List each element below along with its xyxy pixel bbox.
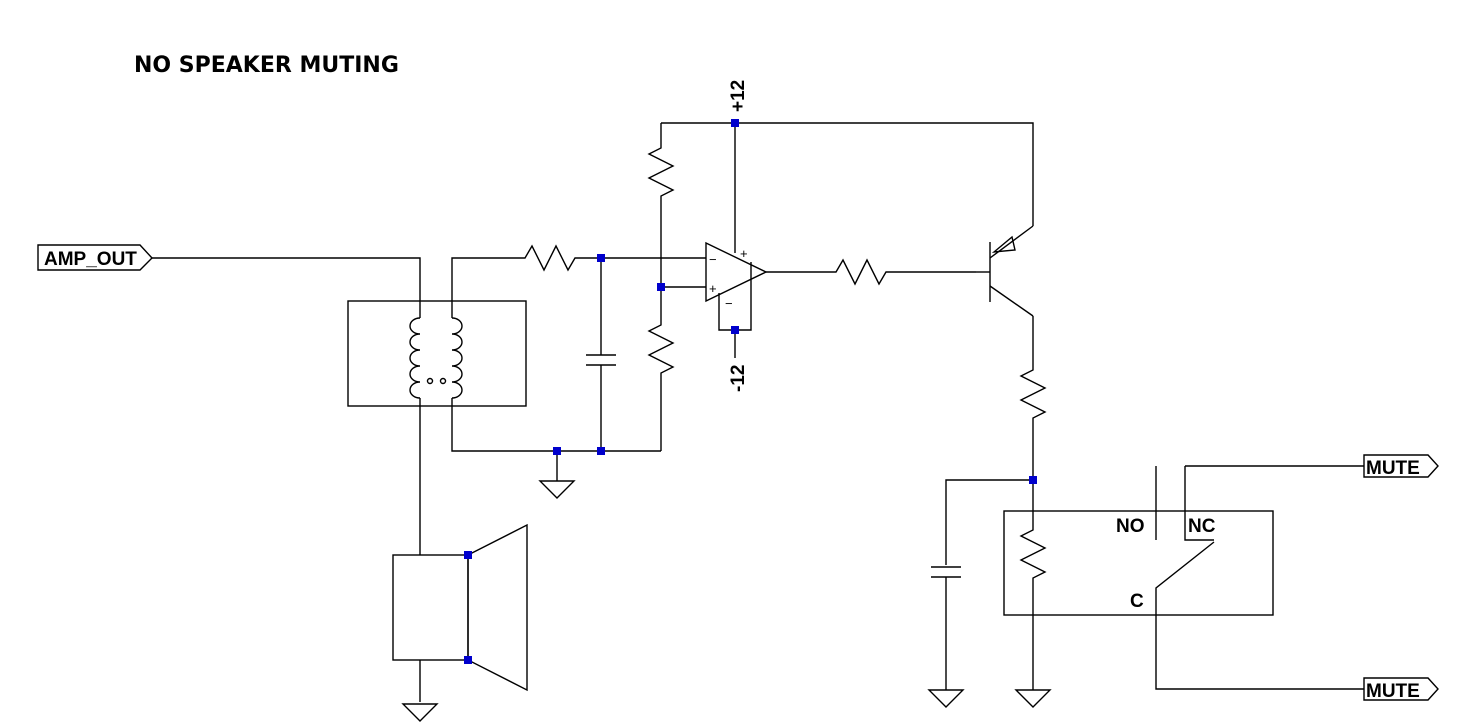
wire-secondary-top (451, 257, 518, 318)
ground-symbol-1 (538, 451, 576, 499)
junction-speaker-bottom (464, 656, 472, 664)
junction-speaker-top (464, 551, 472, 559)
ground-symbol-relay (1014, 689, 1052, 708)
junction-plus12 (731, 119, 739, 127)
pnp-transistor (976, 225, 1034, 317)
capacitor-filter (586, 258, 616, 451)
opamp-inverting-label: − (709, 252, 717, 267)
junction-dots (464, 119, 1037, 664)
speaker (392, 523, 528, 722)
opamp-noninverting-label: + (709, 281, 717, 296)
capacitor-relay (927, 566, 965, 708)
junction-minus12 (731, 326, 739, 334)
schematic-title: NO SPEAKER MUTING (134, 53, 399, 78)
wire-amp-out (152, 257, 421, 318)
amp-out-port: AMP_OUT (37, 244, 153, 271)
junction-ground-2 (597, 447, 605, 455)
wire-plus12-rail (735, 122, 1034, 226)
mute-top-label: MUTE (1366, 458, 1420, 479)
wire-secondary-bottom (451, 398, 661, 452)
mute-port-top: MUTE (1363, 454, 1439, 479)
relay-c-label: C (1130, 591, 1144, 612)
junction-noninv-node (657, 283, 665, 291)
minus12-label: -12 (728, 365, 749, 392)
current-transformer (347, 300, 527, 407)
plus12-label: +12 (728, 80, 749, 112)
resistor-divider-top (647, 123, 675, 287)
wire-to-relay-cap (945, 479, 1033, 565)
relay-no-label: NO (1116, 516, 1145, 537)
wire-mute-bottom (1155, 615, 1364, 690)
resistor-collector (1019, 316, 1047, 480)
mute-bottom-label: MUTE (1366, 681, 1420, 702)
resistor-input (518, 244, 580, 272)
relay-coil (1019, 480, 1047, 690)
resistor-divider-bottom (647, 287, 675, 451)
relay: NO NC C (1003, 466, 1274, 616)
opamp-vminus-label: − (725, 296, 733, 311)
amp-out-label: AMP_OUT (44, 249, 137, 270)
junction-ground-1 (553, 447, 561, 455)
wire-vminus-supply (718, 262, 752, 331)
junction-relay-node (1029, 476, 1037, 484)
resistor-base (766, 258, 976, 286)
opamp-vplus-label: + (740, 246, 748, 261)
op-amp: − + + − (705, 241, 768, 311)
mute-port-bottom: MUTE (1363, 677, 1439, 702)
relay-nc-label: NC (1188, 516, 1216, 537)
junction-inv-node (597, 254, 605, 262)
